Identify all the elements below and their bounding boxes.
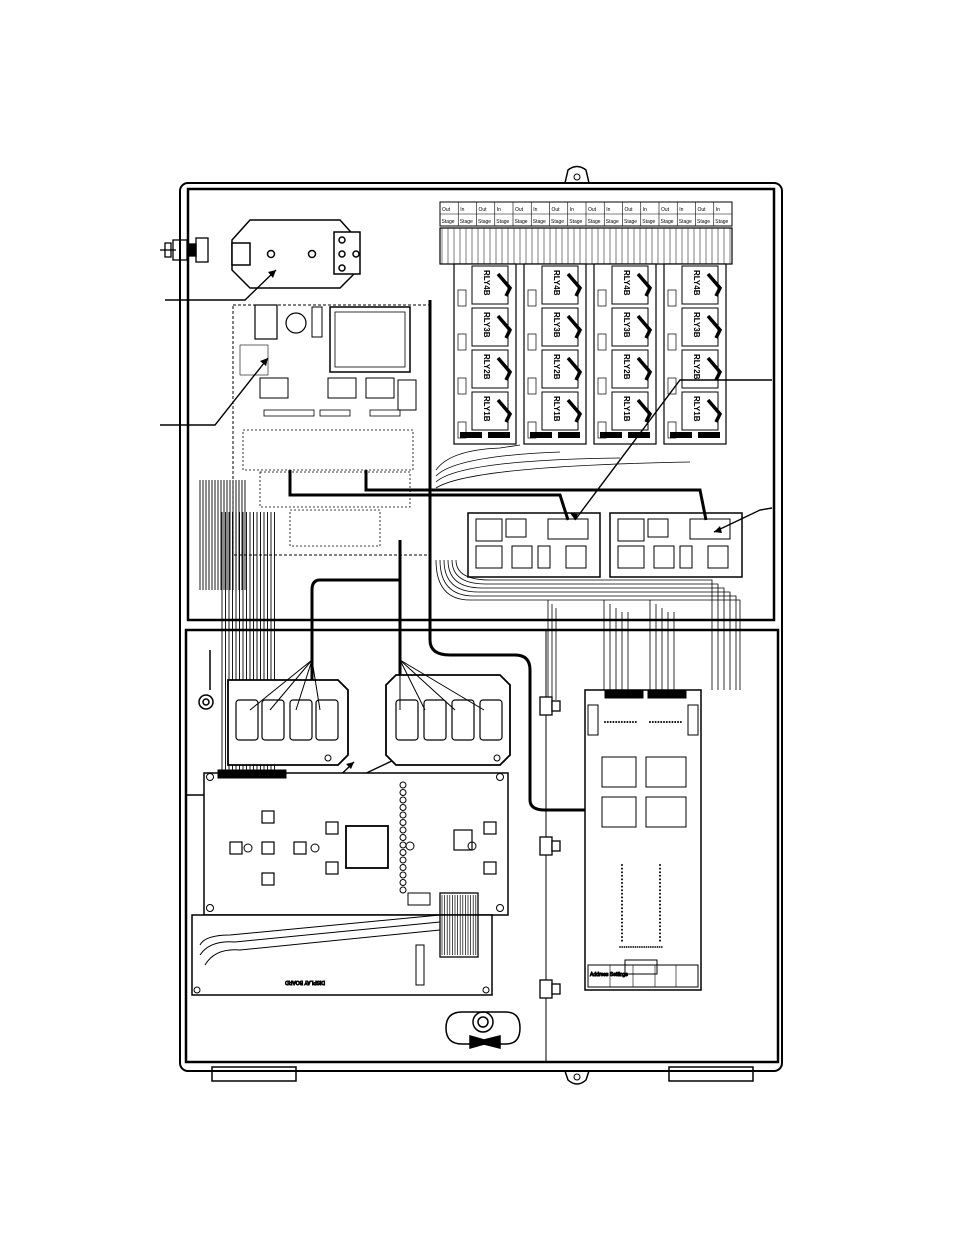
display-ribbon-cable — [441, 895, 477, 955]
relay-label: RLY1B — [692, 396, 701, 422]
stage-top-label: Out — [661, 207, 670, 213]
stage-top-label: Out — [479, 207, 488, 213]
stage-label: Stage — [588, 219, 601, 225]
stage-top-label: Out — [442, 207, 451, 213]
transformer — [231, 219, 361, 289]
relay-boards: RLY4B RLY3B RLY2B RLY1B RLY4B RLY3B RLY2B RLY1B… — [453, 263, 727, 445]
stage-top-label: In — [716, 207, 720, 213]
stage-top-label: In — [497, 207, 501, 213]
relay-board: RLY4B RLY3B RLY2B RLY1B — [663, 263, 727, 445]
io-board-contacts — [604, 721, 682, 948]
stage-top-label: In — [643, 207, 647, 213]
stage-top-label: In — [606, 207, 610, 213]
grommets — [539, 696, 561, 999]
cpu-connector-pins — [399, 781, 407, 894]
stage-top-label: Out — [515, 207, 524, 213]
stage-label: Stage — [715, 219, 728, 225]
stage-top-label: In — [570, 207, 574, 213]
stage-label: Stage — [515, 219, 528, 225]
relay-label: RLY1B — [552, 396, 561, 422]
stage-label: Stage — [569, 219, 582, 225]
stage-label: Stage — [697, 219, 710, 225]
stage-top-label: Out — [552, 207, 561, 213]
stage-label: Stage — [460, 219, 473, 225]
relay-label: RLY4B — [482, 270, 491, 296]
relay-board: RLY4B RLY3B RLY2B RLY1B — [523, 263, 587, 445]
relay-label: RLY1B — [482, 396, 491, 422]
cpu-board — [203, 769, 509, 916]
ground-lug — [198, 650, 214, 710]
stage-top-label: Out — [588, 207, 597, 213]
stage-top-label: In — [460, 207, 464, 213]
heavy-cables — [288, 300, 708, 812]
relay-label: RLY2B — [692, 354, 701, 380]
relay-label: RLY4B — [622, 270, 631, 296]
stage-label: Stage — [606, 219, 619, 225]
stage-label: Stage — [442, 219, 455, 225]
relay-label: RLY3B — [552, 312, 561, 338]
stage-label: Stage — [624, 219, 637, 225]
interface-board-right — [609, 512, 743, 578]
display-board-label: DISPLAY BOARD — [285, 979, 325, 985]
address-settings-label: Address Settings — [590, 972, 628, 978]
relay-label: RLY2B — [622, 354, 631, 380]
switch-plate-left — [227, 679, 349, 766]
relay-label: RLY4B — [692, 270, 701, 296]
io-expansion-board: Address Settings — [584, 689, 702, 991]
relay-label: RLY3B — [622, 312, 631, 338]
main-control-board — [232, 304, 431, 556]
stage-label: Stage — [551, 219, 564, 225]
switch-plate-right — [385, 674, 511, 766]
cable-gland-left — [160, 237, 209, 263]
wire-harness-bundle — [435, 444, 741, 700]
relay-board: RLY4B RLY3B RLY2B RLY1B — [453, 263, 517, 445]
stage-top-label: Out — [625, 207, 634, 213]
relay-board: RLY4B RLY3B RLY2B RLY1B — [593, 263, 657, 445]
relay-label: RLY2B — [552, 354, 561, 380]
stage-label: Stage — [679, 219, 692, 225]
relay-label: RLY3B — [692, 312, 701, 338]
stage-top-label: Out — [698, 207, 707, 213]
switch-wires — [249, 659, 485, 711]
stage-label: Stage — [478, 219, 491, 225]
interface-board-left — [467, 512, 601, 578]
relay-label: RLY1B — [622, 396, 631, 422]
stage-label: Stage — [661, 219, 674, 225]
stage-top-label: In — [533, 207, 537, 213]
stage-label: Stage — [533, 219, 546, 225]
relay-label: RLY3B — [482, 312, 491, 338]
relay-label: RLY4B — [552, 270, 561, 296]
stage-label: Stage — [496, 219, 509, 225]
door-latch — [445, 1011, 521, 1049]
relay-label: RLY2B — [482, 354, 491, 380]
stage-top-label: In — [679, 207, 683, 213]
stage-label: Stage — [642, 219, 655, 225]
